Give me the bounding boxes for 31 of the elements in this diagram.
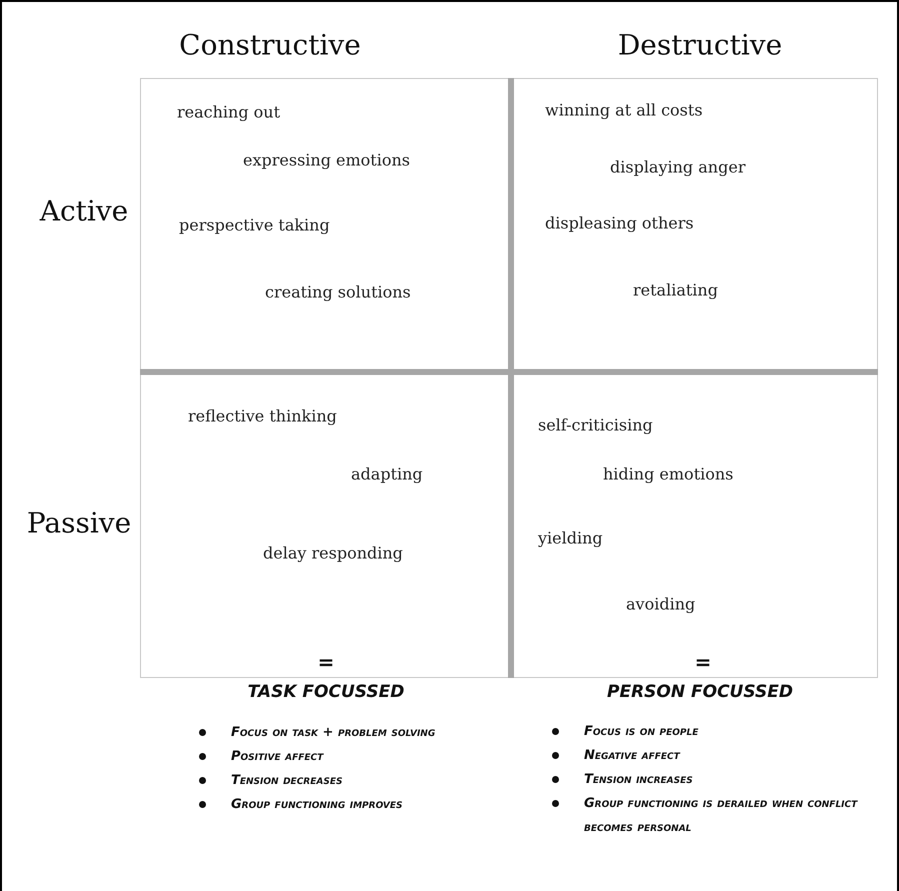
behavior-label: creating solutions <box>265 282 411 302</box>
behavior-label: winning at all costs <box>545 100 703 120</box>
bullet-text: Focus on task + problem solving <box>231 725 436 740</box>
bullet-text: Group functioning is derailed when conflict becomes personal <box>584 796 858 835</box>
bullet-text: Negative affect <box>584 748 680 763</box>
section-heading: TASK FOCUSSED <box>248 682 404 702</box>
behavior-label: yielding <box>538 528 603 548</box>
column-heading: Destructive <box>618 28 782 62</box>
behavior-label: reaching out <box>177 102 280 122</box>
behavior-label: retaliating <box>633 280 718 300</box>
behavior-label: displaying anger <box>610 158 746 176</box>
behavior-label: perspective taking <box>179 216 330 234</box>
behavior-label: self-criticising <box>538 416 653 434</box>
behavior-label: delay responding <box>263 544 403 562</box>
behavior-label: adapting <box>351 464 423 484</box>
section-heading: PERSON FOCUSSED <box>607 682 793 702</box>
behavior-label: expressing emotions <box>243 150 410 170</box>
behavior-label: displeasing others <box>545 214 694 232</box>
bullet-text: Focus is on people <box>584 724 698 739</box>
bullet-text: Group functioning improves <box>231 797 402 812</box>
bullet-text: Tension decreases <box>231 773 342 788</box>
equals-sign: = <box>694 650 712 674</box>
row-heading: Passive <box>26 506 132 540</box>
bullet-text: Tension increases <box>584 772 693 787</box>
row-heading: Active <box>40 194 128 228</box>
equals-sign: = <box>318 650 334 674</box>
behavior-label: avoiding <box>626 594 696 614</box>
bullet-text: Positive affect <box>231 749 324 764</box>
column-heading: Constructive <box>179 28 361 62</box>
behavior-label: hiding emotions <box>603 464 734 484</box>
behavior-label: reflective thinking <box>188 406 337 426</box>
